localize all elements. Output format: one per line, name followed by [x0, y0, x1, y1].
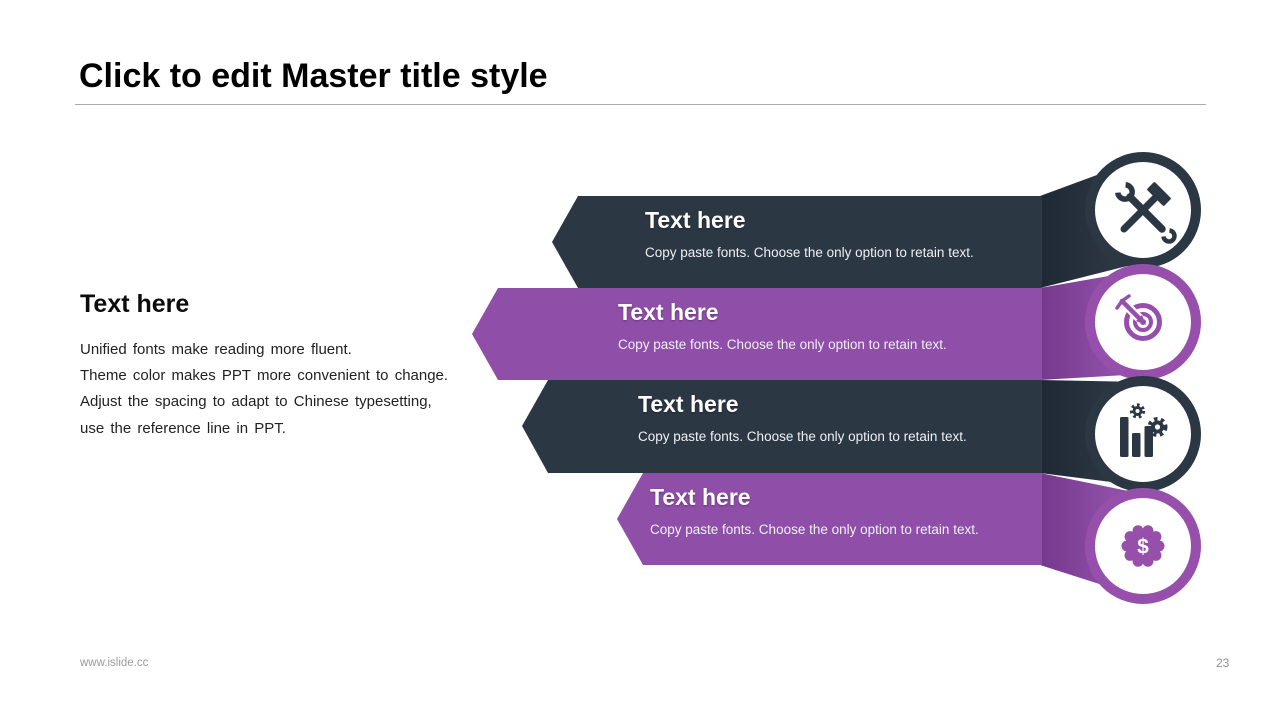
target-icon — [1115, 294, 1162, 341]
slide-title[interactable]: Click to edit Master title style — [79, 57, 548, 95]
paragraph-line: use the reference line in PPT. — [80, 419, 286, 437]
tools-icon — [1115, 182, 1177, 244]
banner-arrow-shape[interactable] — [617, 473, 1042, 565]
page-number: 23 — [1216, 656, 1230, 670]
banner-arrow-shape[interactable] — [552, 196, 1042, 288]
paragraph-line: Adjust the spacing to adapt to Chinese t… — [80, 393, 432, 411]
banner-row-3[interactable] — [522, 376, 1201, 492]
footer-url: www.islide.cc — [80, 657, 149, 669]
banner-row-4[interactable]: $ — [617, 473, 1201, 604]
paragraph-line: Theme color makes PPT more convenient to… — [80, 367, 449, 385]
icon-badge-circle — [1085, 376, 1201, 492]
dollar-glyph: $ — [1137, 536, 1149, 559]
banner-arrow-shape[interactable] — [472, 288, 1042, 380]
left-heading[interactable]: Text here — [80, 290, 190, 318]
banner-graphic: $ — [472, 152, 1201, 604]
bar-chart-gears-icon — [1120, 403, 1168, 457]
dollar-badge-icon: $ — [1121, 525, 1165, 567]
banner-arrow-shape[interactable] — [522, 380, 1042, 473]
title-divider — [75, 104, 1206, 105]
banner-row-1[interactable] — [552, 152, 1201, 288]
banner-row-2[interactable] — [472, 264, 1201, 380]
left-paragraph[interactable]: Unified fonts make reading more fluent. … — [80, 337, 500, 442]
paragraph-line: Unified fonts make reading more fluent. — [80, 341, 352, 358]
